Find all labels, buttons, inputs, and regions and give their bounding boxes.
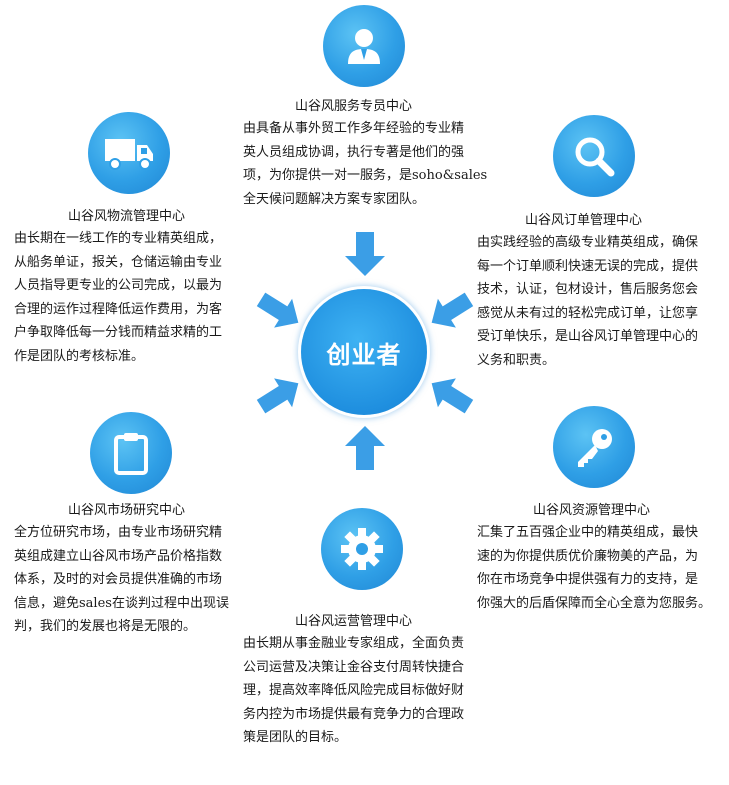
center-label: 创业者 bbox=[326, 340, 402, 369]
resource-line: 你强大的后盾保障而全心全意为您服务。 bbox=[477, 595, 712, 611]
operation-center-title: 山谷风运营管理中心 bbox=[295, 614, 413, 629]
service-line: 由具备从事外贸工作多年经验的专业精 bbox=[243, 121, 465, 136]
resource-center-description: 汇集了五百强企业中的精英组成，最快 速的为你提供质优价廉物美的产品，为 你在市场… bbox=[477, 521, 711, 615]
logistics-center-block: 山谷风物流管理中心 由长期在一线工作的专业精英组成， 从船务单证，报关，仓储运输… bbox=[14, 208, 222, 369]
market-line: 全方位研究市场，由专业市场研究精 bbox=[14, 525, 223, 540]
arrow-from-bottom bbox=[345, 426, 385, 470]
operation-line: 务内控为市场提供最有竞争力的合理政 bbox=[243, 706, 465, 722]
operation-line: 由长期从事金融业专家组成，全面负责 bbox=[243, 636, 465, 651]
market-center-block: 山谷风市场研究中心 全方位研究市场，由专业市场研究精 英组成建立山谷风市场产品价… bbox=[14, 502, 229, 639]
order-center-block: 山谷风订单管理中心 由实践经验的高级专业精英组成，确保 每一个订单顺利快速无误的… bbox=[477, 212, 698, 373]
resource-center-title: 山谷风资源管理中心 bbox=[533, 503, 651, 518]
service-line: 项，为你提供一对一服务，是soho&sales bbox=[243, 168, 488, 184]
service-line: 全天候问题解决方案专家团队。 bbox=[243, 191, 426, 207]
resource-line: 你在市场竞争中提供强有力的支持，是 bbox=[477, 572, 699, 588]
market-line: 判，我们的发展也将是无限的。 bbox=[14, 619, 197, 635]
arrow-from-top bbox=[345, 232, 385, 276]
key-icon bbox=[553, 406, 635, 488]
arrow-from-bottom-left bbox=[256, 378, 299, 414]
operation-line: 理，提高效率降低风险完成目标做好财 bbox=[243, 683, 465, 699]
service-center-title: 山谷风服务专员中心 bbox=[295, 99, 413, 114]
market-line: 信息，避免sales在谈判过程中出现误 bbox=[14, 595, 229, 611]
order-line: 技术，认证，包材设计，售后服务您会 bbox=[477, 282, 699, 298]
arrow-from-bottom-right bbox=[431, 378, 474, 414]
resource-line: 汇集了五百强企业中的精英组成，最快 bbox=[477, 525, 699, 540]
resource-center-block: 山谷风资源管理中心 汇集了五百强企业中的精英组成，最快 速的为你提供质优价廉物美… bbox=[477, 502, 711, 615]
market-center-description: 全方位研究市场，由专业市场研究精 英组成建立山谷风市场产品价格指数 体系，及时的… bbox=[14, 521, 229, 639]
arrow-from-top-left bbox=[256, 292, 299, 328]
clipboard-icon bbox=[90, 412, 172, 494]
order-center-description: 由实践经验的高级专业精英组成，确保 每一个订单顺利快速无误的完成，提供 技术，认… bbox=[477, 231, 698, 373]
order-line: 由实践经验的高级专业精英组成，确保 bbox=[477, 235, 699, 250]
logistics-line: 从船务单证，报关，仓储运输由专业 bbox=[14, 254, 223, 270]
service-center-block: 山谷风服务专员中心 由具备从事外贸工作多年经验的专业精 英人员组成协调，执行专著… bbox=[243, 98, 487, 211]
service-center-description: 由具备从事外贸工作多年经验的专业精 英人员组成协调，执行专著是他们的强 项，为你… bbox=[243, 117, 487, 211]
gear-icon bbox=[321, 508, 403, 590]
market-line: 体系，及时的对会员提供准确的市场 bbox=[14, 572, 223, 588]
logistics-line: 作是团队的考核标准。 bbox=[14, 348, 145, 364]
logistics-line: 人员指导更专业的公司完成，以最为 bbox=[14, 278, 223, 294]
operation-center-description: 由长期从事金融业专家组成，全面负责 公司运营及决策让金谷支付周转快捷合 理，提高… bbox=[243, 632, 464, 750]
order-line: 感觉从未有过的轻松完成订单，让您享 bbox=[477, 305, 699, 321]
order-line: 受订单快乐，是山谷风订单管理中心的 bbox=[477, 329, 699, 345]
arrow-from-top-right bbox=[431, 292, 474, 328]
operation-line: 公司运营及决策让金谷支付周转快捷合 bbox=[243, 659, 465, 675]
person-icon bbox=[323, 5, 405, 87]
operation-center-block: 山谷风运营管理中心 由长期从事金融业专家组成，全面负责 公司运营及决策让金谷支付… bbox=[243, 613, 464, 750]
order-center-title: 山谷风订单管理中心 bbox=[525, 213, 643, 228]
truck-icon bbox=[88, 112, 170, 194]
order-line: 每一个订单顺利快速无误的完成，提供 bbox=[477, 258, 699, 274]
service-line: 英人员组成协调，执行专著是他们的强 bbox=[243, 144, 465, 160]
operation-line: 策是团队的目标。 bbox=[243, 730, 348, 746]
order-line: 义务和职责。 bbox=[477, 352, 556, 368]
market-line: 英组成建立山谷风市场产品价格指数 bbox=[14, 548, 223, 564]
search-icon bbox=[553, 115, 635, 197]
logistics-center-description: 由长期在一线工作的专业精英组成， 从船务单证，报关，仓储运输由专业 人员指导更专… bbox=[14, 227, 222, 369]
logistics-line: 户争取降低每一分钱而精益求精的工 bbox=[14, 325, 223, 341]
logistics-center-title: 山谷风物流管理中心 bbox=[68, 209, 186, 224]
center-node: 创业者 bbox=[301, 289, 427, 415]
logistics-line: 由长期在一线工作的专业精英组成， bbox=[14, 231, 223, 246]
market-center-title: 山谷风市场研究中心 bbox=[68, 503, 186, 518]
logistics-line: 合理的运作过程降低运作费用，为客 bbox=[14, 301, 223, 317]
resource-line: 速的为你提供质优价廉物美的产品，为 bbox=[477, 548, 699, 564]
